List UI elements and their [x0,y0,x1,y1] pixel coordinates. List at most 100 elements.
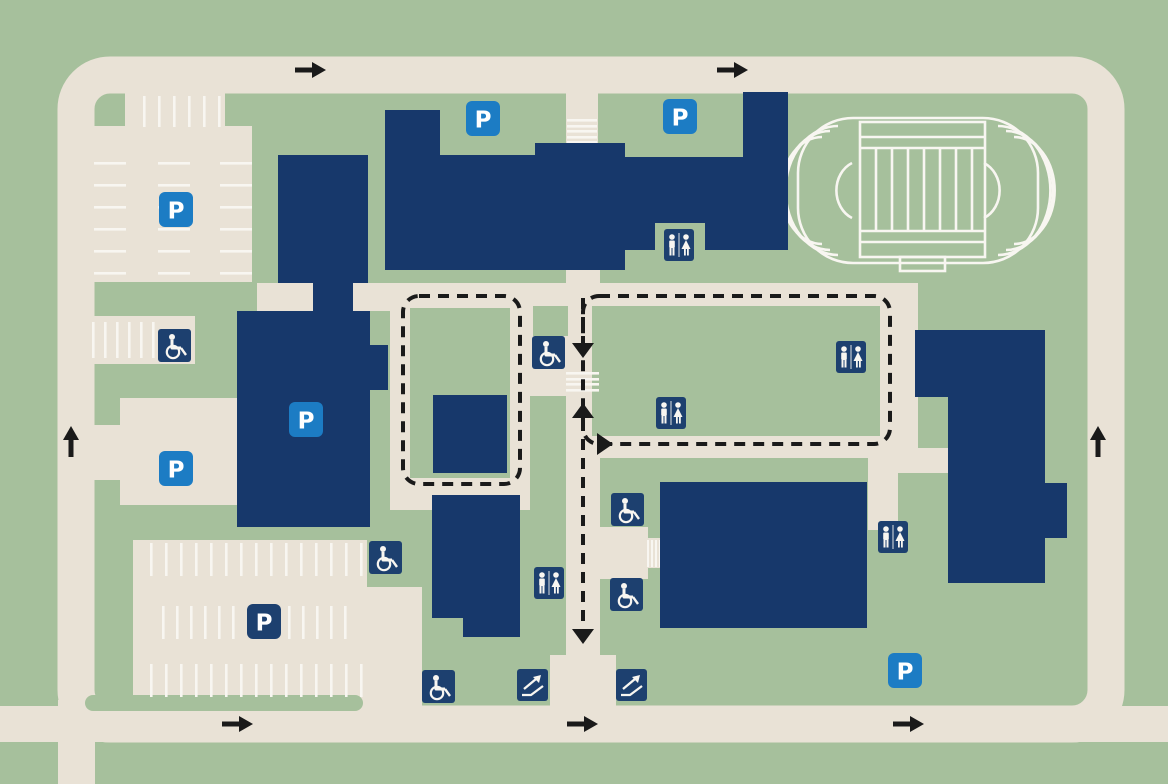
crosswalk-stripe [567,125,597,128]
west-plaza-connector [88,425,128,480]
ramp-icon [522,675,544,697]
wheelchair-icon [618,498,640,524]
stall-line [128,322,131,358]
direction-arrow-icon [1090,426,1106,457]
stall-line [345,543,348,576]
p-sign-west-plaza: P [159,451,193,486]
building-block [535,143,625,270]
parking-sign-letter: P [672,106,689,132]
accessible-southwest-lot [369,541,402,574]
accessible-west-row [158,329,191,362]
parking-sign-plate [289,402,323,437]
woman-icon [673,402,683,424]
east-building [915,330,1067,583]
sw-row-top [150,543,363,576]
south-walk-flare [550,655,616,712]
parking-sign-plate [663,99,697,134]
stall-line [288,606,291,639]
stall-line [316,606,319,639]
crosswalk-stripe [651,540,653,567]
stall-line [360,543,363,576]
crosswalk-stripe [567,119,597,122]
man-icon [883,526,889,548]
direction-arrow-icon [222,716,253,732]
stall-line [92,322,95,358]
stall-line [94,272,126,275]
building-block [313,283,353,313]
central-pocket-lawn [533,306,568,336]
wheelchair-icon [617,583,639,609]
east-quad-lawn [592,306,880,436]
stall-line [158,228,190,231]
building-block [463,617,520,637]
man-icon [841,346,847,368]
parking-sign-letter: P [897,660,914,686]
ramp-icon [621,675,643,697]
accessible-southeast-north [611,493,644,526]
stall-line [104,322,107,358]
stall-line [173,96,176,127]
nw-entry-stalls [143,96,221,127]
south-center-building [432,495,520,637]
building-block [1045,483,1067,538]
building-block [385,110,440,270]
stall-line [94,162,126,165]
direction-arrow-icon [63,426,79,457]
stall-line [94,184,126,187]
stall-line [158,272,190,275]
wheelchair-icon [539,341,561,367]
direction-arrow-icon [567,716,598,732]
stall-line [218,96,221,127]
stall-line [94,228,126,231]
stall-line [180,543,183,576]
bleacher-arc [1013,135,1056,246]
ramp-south-west [517,669,548,701]
crosswalk-stripe [567,141,597,144]
stall-line [330,606,333,639]
stall-line [94,250,126,253]
sw-row-bottom [150,664,363,697]
west-row-stalls [92,322,155,358]
stall-line [225,543,228,576]
stall-line [240,543,243,576]
route-arrow-down-1 [572,343,594,358]
crosswalk-stripe [567,136,597,139]
wheelchair-signs-layer [158,329,644,703]
man-icon [669,234,675,256]
ramp-south-east [616,669,647,701]
p-sign-southwest-lot: P [247,604,281,639]
stall-line [300,664,303,697]
stall-line [255,664,258,697]
stall-line [255,543,258,576]
sw-row-mid [162,606,347,639]
stall-line [94,206,126,209]
stall-line [158,96,161,127]
parking-sign-letter: P [256,611,273,637]
stall-line [195,543,198,576]
stall-line [285,664,288,697]
sign-plate [517,669,548,701]
parking-sign-letter: P [168,199,185,225]
bleacher-arc [835,161,853,220]
north-crosswalk [567,119,597,144]
stall-line [360,664,363,697]
crosswalk-stripe [647,540,649,567]
restroom-central-quad [656,397,686,429]
stall-line [220,250,252,253]
stall-line [330,664,333,697]
stall-line [345,664,348,697]
restroom-southeast [878,521,908,553]
crosswalk-stripe [566,389,599,392]
quad-small-building [433,395,507,473]
building-block [368,345,388,390]
southwest-curb [85,695,363,711]
building-block [432,495,520,618]
stall-line [218,606,221,639]
p-sign-north-west: P [466,101,500,136]
parking-sign-plate [159,451,193,486]
stall-line [158,184,190,187]
arrow-south-road-west [222,716,253,732]
arrow-north-road-west [295,62,326,78]
stall-line [203,96,206,127]
